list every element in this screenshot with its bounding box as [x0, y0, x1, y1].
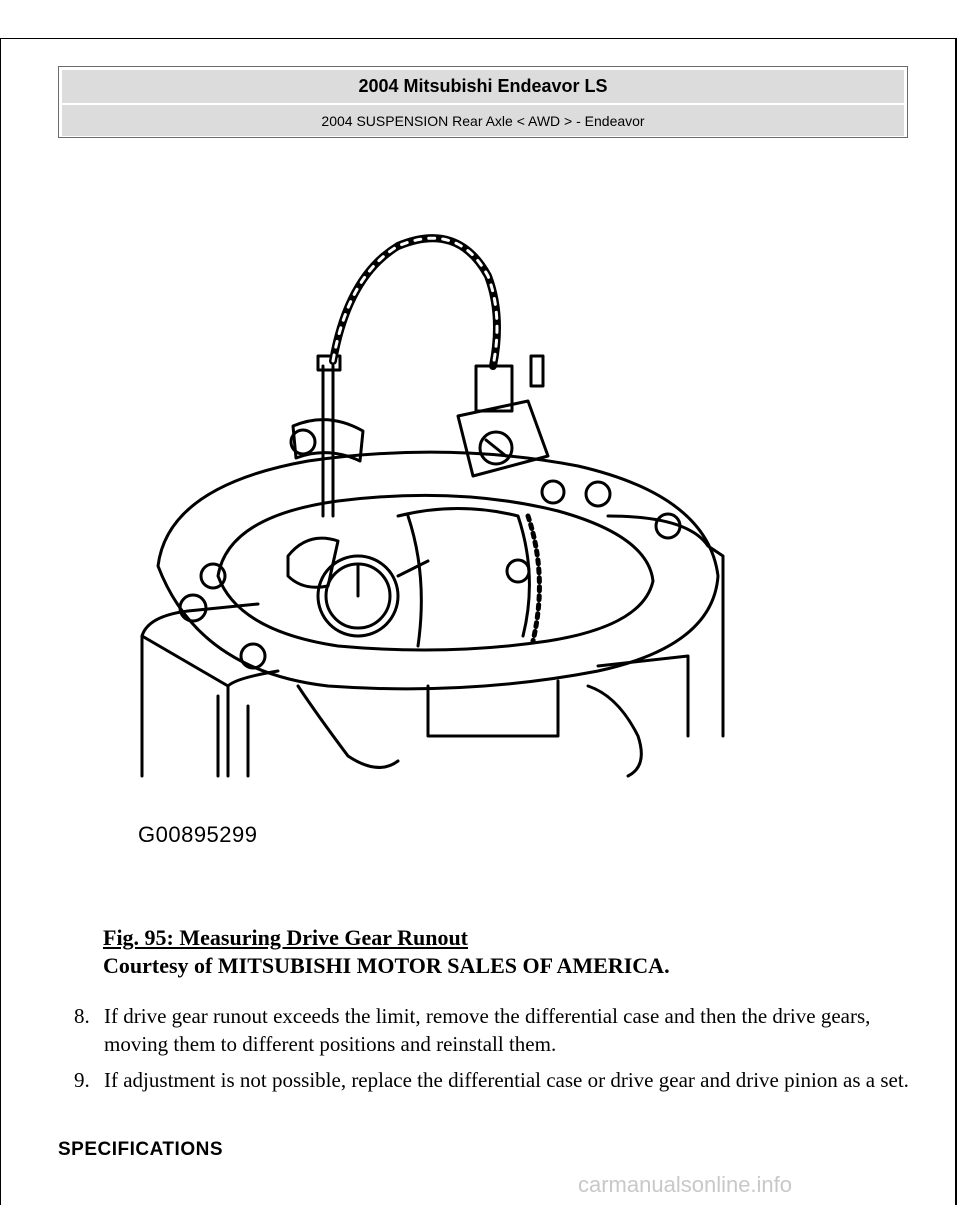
document-header: 2004 Mitsubishi Endeavor LS 2004 SUSPENS…: [58, 66, 908, 138]
vehicle-title: 2004 Mitsubishi Endeavor LS: [62, 70, 904, 103]
step-number: 9.: [74, 1068, 90, 1092]
page-border: [0, 38, 957, 1205]
figure-caption: Fig. 95: Measuring Drive Gear Runout Cou…: [103, 924, 670, 980]
section-subtitle: 2004 SUSPENSION Rear Axle < AWD > - Ende…: [62, 105, 904, 136]
step-text: If adjustment is not possible, replace t…: [104, 1068, 909, 1092]
watermark: carmanualsonline.info: [578, 1172, 793, 1197]
step-text: If drive gear runout exceeds the limit, …: [104, 1004, 871, 1056]
drive-gear-runout-illustration: [140, 234, 725, 778]
section-heading: SPECIFICATIONS: [58, 1139, 223, 1160]
figure-code: G00895299: [138, 822, 258, 847]
procedure-steps: 8. If drive gear runout exceeds the limi…: [74, 1002, 914, 1102]
list-item: 9. If adjustment is not possible, replac…: [74, 1066, 914, 1094]
figure-courtesy: Courtesy of MITSUBISHI MOTOR SALES OF AM…: [103, 953, 670, 978]
list-item: 8. If drive gear runout exceeds the limi…: [74, 1002, 914, 1058]
step-number: 8.: [74, 1004, 90, 1028]
figure-caption-title[interactable]: Fig. 95: Measuring Drive Gear Runout: [103, 925, 469, 950]
